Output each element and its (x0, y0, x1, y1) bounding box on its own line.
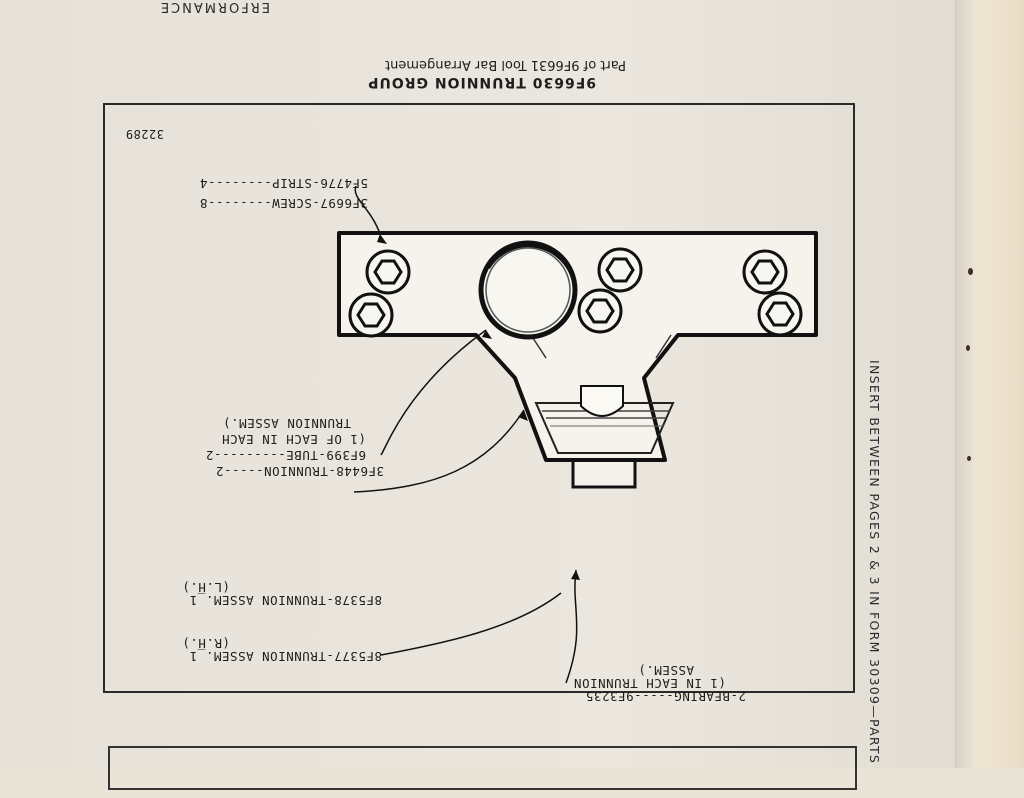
assem-rh-label: 8F5377-TRUNNION ASSEM._1 (189, 649, 382, 664)
assem-lh-label: 8F5378-TRUNNION ASSEM._1 (189, 593, 382, 608)
ink-spot (967, 456, 971, 461)
header-fragment: ERFORMANCE (158, 0, 270, 14)
ink-spot (966, 345, 970, 351)
tube-note-line2: TRUNNION ASSEM.) (222, 416, 351, 431)
tube-label: 6F399-TUBE---------2 (205, 448, 366, 463)
side-note: INSERT BETWEEN PAGES 2 & 3 IN FORM 30309… (867, 360, 882, 765)
trunnion-figure: 2-BEARING-----9F3235 (1 IN EACH TRUNNION… (0, 30, 956, 798)
assem-rh-side: (R.H.) (181, 636, 230, 651)
tube-note-line1: (1 OF EACH IN EACH (221, 432, 366, 447)
adjacent-page-edge (955, 0, 1024, 768)
ink-spot (968, 268, 973, 275)
drawing-number: 32289 (125, 127, 164, 141)
figure-title: 9F6630 TRUNNION GROUP (367, 74, 596, 90)
figure-drawing (103, 103, 855, 693)
screw-label: 3F6697-SCREW--------8 (199, 196, 368, 211)
trunnion-label: 3F6448-TRUNNION-----2 (215, 464, 384, 479)
figure-subtitle: Part of 9F6631 Tool Bar Arrangement (385, 57, 626, 72)
bearing-note-line1: (1 IN EACH TRUNNION (573, 676, 727, 691)
strip-label: 5F4776-STRIP--------4 (199, 176, 368, 191)
bearing-note-line2: ASSEM.) (637, 663, 694, 678)
bearing-label: 2-BEARING-----9F3235 (585, 689, 746, 704)
assem-lh-side: (L.H.) (181, 580, 230, 595)
